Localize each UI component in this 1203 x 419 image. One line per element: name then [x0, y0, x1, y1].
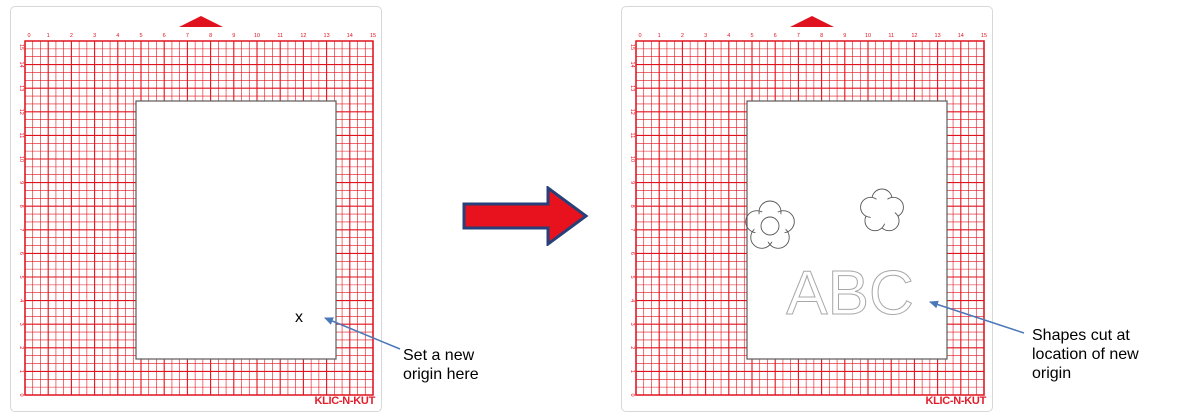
brand-logo: KLIC-N-KUT	[925, 395, 986, 407]
y-tick-label: 7	[18, 228, 24, 231]
x-tick-label: 9	[843, 33, 846, 39]
direction-arrow	[462, 186, 590, 246]
x-tick-label: 6	[774, 33, 777, 39]
x-tick-label: 3	[704, 33, 707, 39]
flower-mask	[754, 210, 786, 242]
x-tick-label: 11	[277, 33, 283, 39]
top-indicator-icon	[790, 16, 834, 27]
x-tick-label: 4	[727, 33, 730, 39]
y-tick-label: 8	[629, 205, 635, 208]
origin-marker: x	[295, 309, 303, 326]
x-tick-label: 8	[209, 33, 212, 39]
x-tick-label: 12	[911, 33, 917, 39]
y-tick-label: 13	[629, 85, 635, 91]
y-tick-label: 5	[18, 275, 24, 278]
x-tick-label: 5	[750, 33, 753, 39]
brand-logo: KLIC-N-KUT	[314, 395, 375, 407]
x-tick-label: 1	[658, 33, 661, 39]
y-tick-label: 10	[629, 156, 635, 162]
x-tick-label: 15	[370, 33, 376, 39]
x-tick-label: 14	[958, 33, 964, 39]
y-tick-label: 14	[18, 62, 24, 68]
callout-text-left: Set a new origin here	[403, 346, 479, 384]
y-tick-label: 8	[18, 205, 24, 208]
x-tick-label: 13	[935, 33, 941, 39]
x-tick-label: 2	[70, 33, 73, 39]
x-tick-label: 0	[27, 33, 30, 39]
y-tick-label: 2	[18, 346, 24, 349]
x-tick-label: 4	[116, 33, 119, 39]
y-tick-label: 11	[18, 133, 24, 139]
y-tick-label: 13	[18, 85, 24, 91]
y-tick-label: 4	[629, 299, 635, 302]
y-tick-label: 4	[18, 299, 24, 302]
x-tick-label: 12	[300, 33, 306, 39]
x-tick-label: 0	[638, 33, 641, 39]
y-tick-label: 6	[18, 252, 24, 255]
y-tick-label: 1	[629, 370, 635, 373]
x-tick-label: 2	[681, 33, 684, 39]
y-tick-label: 15	[18, 44, 24, 50]
callout-text-right: Shapes cut at location of new origin	[1032, 326, 1139, 383]
right-arrow-icon	[462, 186, 590, 246]
y-tick-label: 0	[629, 393, 635, 396]
y-tick-label: 2	[629, 346, 635, 349]
y-tick-label: 11	[629, 133, 635, 139]
top-indicator-icon	[179, 16, 223, 27]
x-tick-label: 13	[324, 33, 330, 39]
y-tick-label: 3	[18, 323, 24, 326]
x-tick-label: 3	[93, 33, 96, 39]
x-tick-label: 5	[139, 33, 142, 39]
y-tick-label: 6	[629, 252, 635, 255]
x-tick-label: 14	[347, 33, 353, 39]
x-tick-label: 11	[888, 33, 894, 39]
y-tick-label: 12	[18, 109, 24, 115]
y-tick-label: 5	[629, 275, 635, 278]
y-tick-label: 1	[18, 370, 24, 373]
flower-mask	[869, 198, 895, 224]
x-tick-label: 15	[981, 33, 987, 39]
x-tick-label: 9	[232, 33, 235, 39]
cut-letters: ABC	[786, 259, 913, 328]
x-tick-label: 7	[186, 33, 189, 39]
paper-sheet	[136, 101, 336, 359]
x-tick-label: 8	[820, 33, 823, 39]
y-tick-label: 9	[629, 181, 635, 184]
y-tick-label: 0	[18, 393, 24, 396]
x-tick-label: 6	[163, 33, 166, 39]
y-tick-label: 12	[629, 109, 635, 115]
y-tick-label: 9	[18, 181, 24, 184]
y-tick-label: 10	[18, 156, 24, 162]
y-tick-label: 14	[629, 62, 635, 68]
x-tick-label: 10	[865, 33, 871, 39]
x-tick-label: 7	[797, 33, 800, 39]
x-tick-label: 1	[47, 33, 50, 39]
y-tick-label: 3	[629, 323, 635, 326]
y-tick-label: 15	[629, 44, 635, 50]
x-tick-label: 10	[254, 33, 260, 39]
y-tick-label: 7	[629, 228, 635, 231]
